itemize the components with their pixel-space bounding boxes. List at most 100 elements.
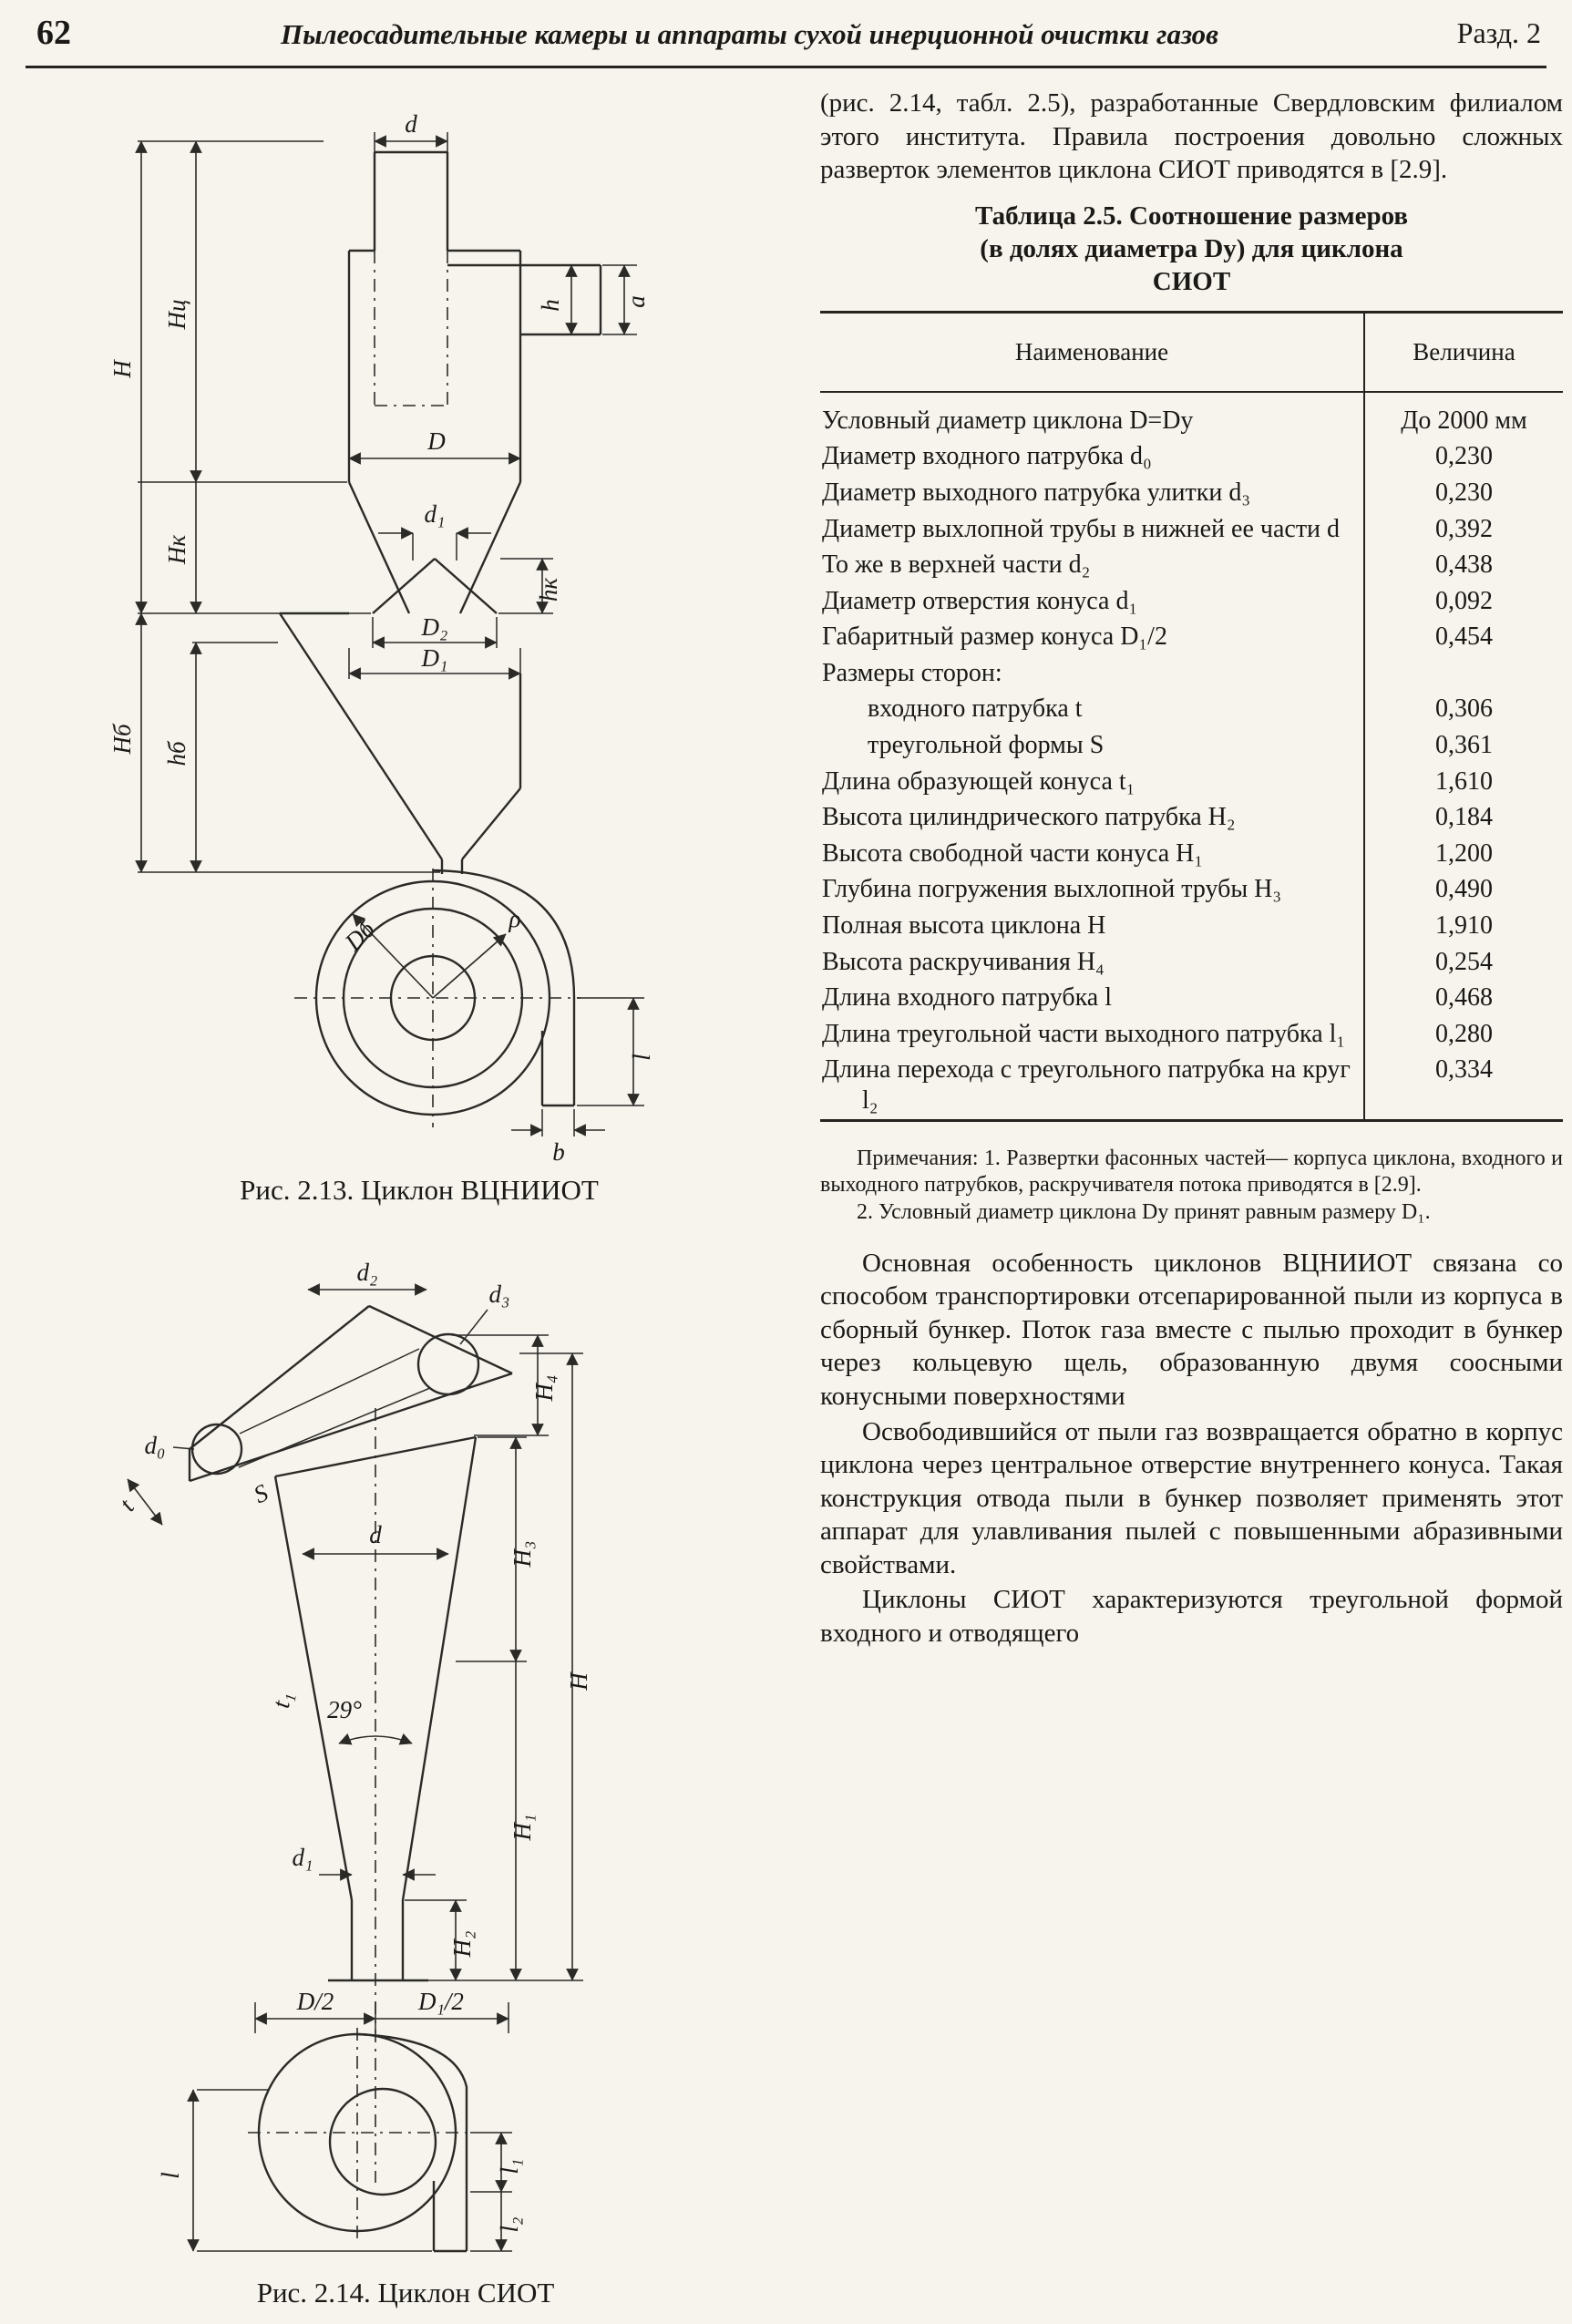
dim-label-l2: l₂ (496, 2217, 523, 2233)
row-value: 0,392 (1363, 510, 1563, 548)
dim-label-D2: D₂ (421, 613, 448, 641)
text-column: (рис. 2.14, табл. 2.5), разработанные Св… (820, 87, 1563, 1651)
row-value: 0,454 (1363, 619, 1563, 655)
cyclone-vcniiot-drawing: d h a D Hц H Hк d₁ hк D₂ D₁ Hб hб Dб ρ b… (108, 110, 655, 1166)
drawing-lines-volute-view (294, 869, 581, 1127)
row-value: 0,184 (1363, 799, 1563, 836)
table-row: Диаметр выходного патрубка улитки d₃ 0,2… (820, 474, 1563, 511)
drawing-lines-front-view (278, 150, 602, 874)
row-name: Диаметр выходного патрубка улитки d₃ (822, 478, 1251, 507)
dim-label-d3: d₃ (489, 1280, 510, 1308)
dim-label-l: l (628, 1054, 655, 1061)
col-header-name: Наименование (820, 312, 1364, 393)
row-value: До 2000 мм (1363, 391, 1563, 439)
figure-2-14-caption: Рис. 2.14. Циклон СИОТ (256, 2277, 555, 2309)
row-value: 0,334 (1363, 1052, 1563, 1121)
dim-label-l1: l₁ (496, 2159, 523, 2175)
row-name: Габаритный размер конуса D₁/2 (822, 622, 1167, 652)
table-row: треугольной формы S 0,361 (820, 727, 1563, 764)
body-text: Основная особенность циклонов ВЦНИИОТ св… (820, 1247, 1563, 1650)
dim-label-t: t (114, 1493, 140, 1517)
row-name: Длина треугольной части выходного патруб… (822, 1019, 1346, 1048)
dimension-labels: d₂ d₃ d₀ H₄ t S d 29° t₁ H₃ H₁ H d₁ H₂ D… (114, 1262, 592, 2232)
row-name: Диаметр входного патрубка d₀ (822, 442, 1152, 471)
row-value: 1,610 (1363, 763, 1563, 800)
row-name: Размеры сторон: (822, 658, 1002, 687)
dim-label-hb: hб (163, 740, 190, 766)
table-row: Высота свободной части конуса H₁ 1,200 (820, 835, 1563, 872)
row-name: Длина образующей конуса t₁ (822, 766, 1135, 796)
dim-label-hk: hк (535, 578, 562, 602)
note-2: 2. Условный диаметр циклона Dу принят ра… (857, 1200, 1431, 1225)
row-value: 0,230 (1363, 438, 1563, 475)
intro-paragraph: (рис. 2.14, табл. 2.5), разработанные Св… (820, 88, 1563, 185)
dim-label-H: H (108, 359, 136, 379)
table-title: Таблица 2.5. Соотношение размеров (в дол… (820, 200, 1563, 299)
dimension-lines-volute-view (352, 913, 644, 1136)
table-row: Диаметр входного патрубка d₀ 0,230 (820, 438, 1563, 475)
table-row: Высота цилиндрического патрубка H₂ 0,184 (820, 799, 1563, 836)
figure-2-14: d₂ d₃ d₀ H₄ t S d 29° t₁ H₃ H₁ H d₁ H₂ D… (109, 1262, 702, 2265)
row-name: То же в верхней части d₂ (822, 550, 1091, 580)
dim-label-angle: 29° (327, 1696, 362, 1723)
row-value: 1,200 (1363, 835, 1563, 872)
row-name: Диаметр выхлопной трубы в нижней ее част… (822, 514, 1341, 543)
row-name: Высота раскручивания H₄ (822, 947, 1105, 976)
table-row: Полная высота циклона H 1,910 (820, 908, 1563, 944)
dim-label-Hb: Hб (108, 723, 136, 755)
row-name: Глубина погружения выхлопной трубы H₃ (822, 875, 1282, 904)
page-header: 62 Пылеосадительные камеры и аппараты су… (27, 11, 1545, 58)
section-label: Разд. 2 (1456, 16, 1541, 49)
body-paragraph-3: Циклоны СИОТ характеризуются треугольной… (820, 1585, 1563, 1648)
dimension-lines-front-view (135, 132, 637, 873)
table-row: Длина перехода с треугольного патрубка н… (820, 1052, 1563, 1121)
table-row: Габаритный размер конуса D₁/2 0,454 (820, 619, 1563, 655)
row-value: 0,306 (1363, 691, 1563, 728)
figure-2-13: d h a D Hц H Hк d₁ hк D₂ D₁ Hб hб Dб ρ b… (50, 96, 788, 1167)
dim-label-S: S (250, 1478, 272, 1508)
table-title-line3: СИОТ (1152, 267, 1231, 297)
table-row: Длина образующей конуса t₁ 1,610 (820, 763, 1563, 800)
dimension-lines (127, 1283, 583, 2252)
dim-label-d2: d₂ (357, 1262, 378, 1286)
dim-label-rho: ρ (509, 905, 521, 932)
dim-label-d1: d₁ (425, 500, 446, 528)
row-name: Полная высота циклона H (822, 911, 1106, 941)
dim-label-d1: d₁ (293, 1844, 313, 1871)
table-body: Условный диаметр циклона D=Dу До 2000 мм… (820, 391, 1563, 1121)
figure-2-13-caption: Рис. 2.13. Циклон ВЦНИИОТ (240, 1174, 599, 1206)
row-name: Диаметр отверстия конуса d₁ (822, 586, 1138, 615)
dim-label-H4: H₄ (530, 1375, 558, 1403)
dim-label-H1: H₁ (509, 1815, 536, 1842)
table-row: Диаметр выхлопной трубы в нижней ее част… (820, 510, 1563, 548)
table-row: То же в верхней части d₂ 0,438 (820, 547, 1563, 583)
dim-label-D1half: D₁/2 (417, 1988, 464, 2015)
dim-label-Hk: Hк (163, 535, 190, 565)
row-value: 0,490 (1363, 871, 1563, 909)
running-title: Пылеосадительные камеры и аппараты сухой… (281, 18, 1218, 50)
body-paragraph-1: Основная особенность циклонов ВЦНИИОТ св… (820, 1248, 1563, 1411)
table-row: Размеры сторон: (820, 654, 1563, 692)
table-row: входного патрубка t 0,306 (820, 691, 1563, 728)
body-paragraph-2: Освободившийся от пыли газ возвращается … (820, 1416, 1563, 1579)
row-value: 0,280 (1363, 1015, 1563, 1053)
table-row: Длина входного патрубка l 0,468 (820, 980, 1563, 1016)
cyclone-siot-drawing: d₂ d₃ d₀ H₄ t S d 29° t₁ H₃ H₁ H d₁ H₂ D… (114, 1262, 592, 2253)
dim-label-D1: D₁ (421, 644, 448, 672)
row-name: Длина перехода с треугольного патрубка н… (822, 1055, 1351, 1116)
drawing-lines-body (273, 1408, 478, 2183)
table-title-line1: Таблица 2.5. Соотношение размеров (974, 201, 1409, 231)
row-name: Условный диаметр циклона D=Dу (822, 406, 1194, 435)
table-notes: Примечания: 1. Развертки фасонных частей… (820, 1146, 1563, 1227)
dim-label-d: d (369, 1521, 382, 1548)
dim-label-d0: d₀ (145, 1432, 166, 1459)
drawing-lines-volute (248, 2028, 469, 2253)
row-name: Высота свободной части конуса H₁ (822, 838, 1204, 868)
dimension-labels: d h a D Hц H Hк d₁ hк D₂ D₁ Hб hб Dб ρ b… (108, 110, 655, 1166)
table-row: Диаметр отверстия конуса d₁ 0,092 (820, 582, 1563, 620)
dim-label-t1: t₁ (267, 1691, 296, 1711)
row-name: входного патрубка t (868, 694, 1083, 724)
dim-label-H: H (565, 1671, 592, 1692)
dim-label-d: d (405, 110, 417, 138)
